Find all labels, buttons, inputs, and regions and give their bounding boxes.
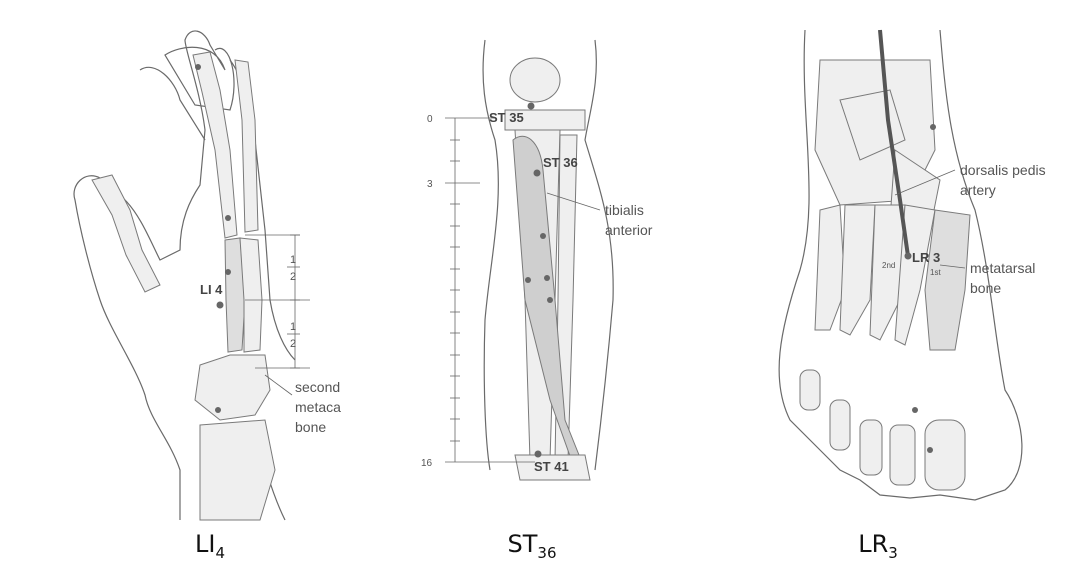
- thumb-bones: [92, 175, 160, 292]
- li4-label: LI 4: [200, 282, 223, 297]
- foot-caption: LR3: [838, 530, 918, 562]
- bone-label-line-2: bone: [970, 280, 1001, 296]
- leg-caption-sub: 36: [537, 544, 556, 562]
- foot-caption-main: LR: [858, 530, 888, 558]
- acupoint-dot: [195, 64, 201, 70]
- hand-illustration: 1 2 1 2 LI 4 second metaca bone: [30, 0, 370, 525]
- acupoint-dot: [912, 407, 918, 413]
- scale-label-mid: 3: [427, 179, 433, 190]
- acupoint-dot: [525, 277, 531, 283]
- leg-caption-main: ST: [508, 530, 538, 558]
- leg-panel: 0 3 16 ST 35 ST 36 ST 41 tibialis anteri…: [355, 0, 685, 530]
- artery-label-line-1: dorsalis pedis: [960, 162, 1046, 178]
- st35-point: [528, 103, 535, 110]
- fraction-bottom-numerator: 1: [290, 321, 296, 333]
- muscle-label-line-2: anterior: [605, 222, 653, 238]
- acupoint-dot: [225, 269, 231, 275]
- st41-point: [535, 451, 542, 458]
- first-metatarsal: [925, 210, 970, 350]
- carpal-bones: [195, 355, 270, 420]
- bone-label-line-2: metaca: [295, 399, 341, 415]
- scale-label-top: 0: [427, 114, 433, 125]
- leg-illustration: 0 3 16 ST 35 ST 36 ST 41 tibialis anteri…: [355, 0, 685, 530]
- foot-caption-sub: 3: [888, 544, 898, 562]
- acupoint-dot: [225, 215, 231, 221]
- leg-caption: ST36: [492, 530, 572, 562]
- acupoint-dot: [927, 447, 933, 453]
- st36-point: [534, 170, 541, 177]
- bone-label-line-3: bone: [295, 419, 326, 435]
- lr3-label: LR 3: [912, 250, 940, 265]
- artery-label-line-2: artery: [960, 182, 996, 198]
- fraction-bottom-denominator: 2: [290, 338, 296, 350]
- patella: [510, 58, 560, 102]
- first-metatarsal-label: 1st: [930, 268, 941, 277]
- acupoint-dot: [930, 124, 936, 130]
- foot-panel: dorsalis pedis artery LR 3 2nd 1st metat…: [760, 0, 1081, 520]
- big-toe: [925, 420, 965, 490]
- bone-label-line-1: second: [295, 379, 340, 395]
- hand-caption-main: LI: [195, 530, 215, 558]
- st41-label: ST 41: [534, 459, 569, 474]
- scale-label-bottom: 16: [421, 458, 433, 469]
- hand-caption-sub: 4: [215, 544, 225, 562]
- st35-label: ST 35: [489, 110, 524, 125]
- index-finger-bones: [193, 52, 237, 238]
- foot-illustration: dorsalis pedis artery LR 3 2nd 1st metat…: [760, 0, 1081, 520]
- acupoint-dot: [547, 297, 553, 303]
- second-metatarsal-label: 2nd: [882, 261, 895, 270]
- fraction-top-numerator: 1: [290, 254, 296, 266]
- li4-point: [217, 302, 224, 309]
- st36-label: ST 36: [543, 155, 578, 170]
- acupoint-dot: [540, 233, 546, 239]
- acupoint-dot: [544, 275, 550, 281]
- muscle-label-line-1: tibialis: [605, 202, 644, 218]
- bone-label-line-1: metatarsal: [970, 260, 1035, 276]
- hand-panel: 1 2 1 2 LI 4 second metaca bone: [30, 0, 370, 525]
- lr3-point: [905, 253, 912, 260]
- hand-caption: LI4: [170, 530, 250, 562]
- acupoint-dot: [215, 407, 221, 413]
- fraction-top-denominator: 2: [290, 271, 296, 283]
